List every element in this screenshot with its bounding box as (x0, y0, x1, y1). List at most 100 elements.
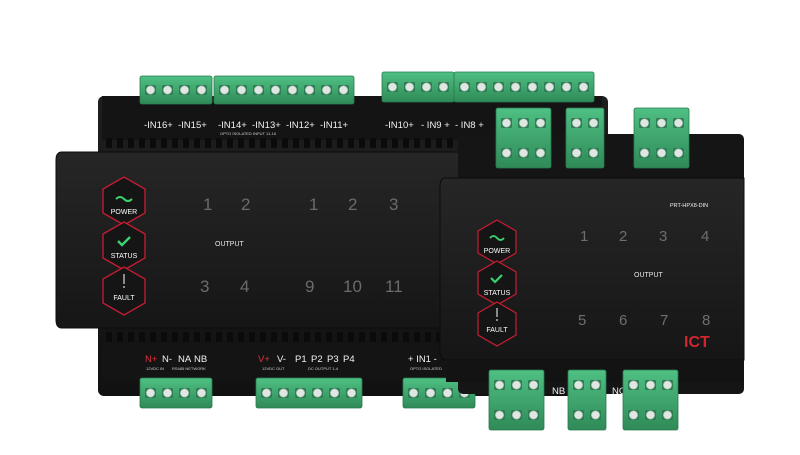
vent-slot (326, 138, 332, 148)
vent-slot (436, 138, 442, 148)
screw-head (459, 82, 469, 92)
screw-head (329, 388, 339, 398)
terminal-block (139, 377, 213, 409)
terminal-block (213, 75, 355, 105)
vent-slot (315, 138, 321, 148)
screw-head (163, 388, 173, 398)
top-label: -IN13+ (252, 120, 281, 131)
power-icon (115, 196, 133, 202)
screw-head (588, 118, 598, 128)
bottom-label: NA (178, 354, 192, 365)
vent-slot (183, 138, 189, 148)
bottom-label: P2 (311, 354, 323, 365)
output-digit: 4 (240, 277, 249, 296)
screw-head (421, 82, 431, 92)
bottom-label: N+ (145, 354, 158, 365)
vent-slot (414, 332, 420, 342)
checkmark-icon (490, 274, 503, 284)
bottom-label: N- (162, 354, 172, 365)
vent-slot (227, 332, 233, 342)
output-digit: 3 (659, 228, 667, 245)
fault-label: FAULT (486, 327, 508, 334)
output-digit: 9 (305, 277, 314, 296)
fault-icon-dot (496, 319, 498, 321)
screw-head (254, 85, 264, 95)
vent-slot (194, 138, 200, 148)
power-label: POWER (484, 248, 510, 255)
screw-head (628, 380, 638, 390)
screw-head (494, 380, 504, 390)
top-label: -IN15+ (178, 120, 207, 131)
screw-head (528, 410, 538, 420)
vent-slot (304, 332, 310, 342)
screw-head (180, 85, 190, 95)
vent-slot (205, 332, 211, 342)
vent-slot (205, 138, 211, 148)
vent-slot (403, 332, 409, 342)
screw-head (261, 388, 271, 398)
terminal-block (255, 377, 363, 409)
screw-head (404, 82, 414, 92)
screw-head (645, 410, 655, 420)
screw-head (501, 118, 511, 128)
screw-head (220, 85, 230, 95)
screw-head (408, 388, 418, 398)
bottom-label: NC (612, 386, 626, 397)
screw-head (673, 148, 683, 158)
vent-slot (282, 332, 288, 342)
screw-head (501, 148, 511, 158)
vent-slot (282, 138, 288, 148)
vent-slot (139, 138, 145, 148)
top-label: -IN11+ (320, 120, 349, 131)
vent-slot (117, 332, 123, 342)
vent-slot (370, 332, 376, 342)
vent-slot (414, 138, 420, 148)
vent-slot (293, 138, 299, 148)
output-digit: 6 (619, 312, 627, 329)
output-digit: 5 (578, 312, 586, 329)
vent-slot (128, 332, 134, 342)
screw-head (628, 410, 638, 420)
vent-slot (106, 138, 112, 148)
vent-slot (392, 332, 398, 342)
screw-head (571, 118, 581, 128)
vent-slot (326, 332, 332, 342)
vent-slot (337, 332, 343, 342)
output-digit: 3 (200, 277, 209, 296)
output-label: OUTPUT (634, 272, 664, 279)
vent-slot (337, 138, 343, 148)
screw-head (511, 380, 521, 390)
top-label: - IN8 + (455, 120, 484, 131)
screw-head (518, 118, 528, 128)
vent-slot (260, 138, 266, 148)
screw-head (270, 85, 280, 95)
screw-head (535, 148, 545, 158)
screw-head (346, 388, 356, 398)
screw-head (304, 85, 314, 95)
screw-head (590, 380, 600, 390)
terminal-block (453, 71, 595, 103)
terminal-block (488, 369, 545, 431)
screw-head (180, 388, 190, 398)
power-label: POWER (111, 209, 137, 216)
screw-head (573, 380, 583, 390)
screw-head (639, 148, 649, 158)
screw-head (295, 388, 305, 398)
top-label: -IN12+ (286, 120, 315, 131)
output-digit: 2 (241, 195, 250, 214)
top-label: -IN16+ (144, 120, 173, 131)
vent-slot (370, 138, 376, 148)
vent-slot (227, 138, 233, 148)
screw-head (656, 118, 666, 128)
bottom-label: P3 (327, 354, 339, 365)
vent-slot (238, 138, 244, 148)
screw-head (588, 148, 598, 158)
screw-head (662, 410, 672, 420)
small-module-output-digits: 1 2 3 4 OUTPUT 5 6 7 8 (578, 228, 710, 329)
screw-head (561, 82, 571, 92)
screw-head (571, 148, 581, 158)
vent-slot (381, 138, 387, 148)
bottom-label: V+ (258, 354, 270, 365)
output-digit: 7 (660, 312, 668, 329)
